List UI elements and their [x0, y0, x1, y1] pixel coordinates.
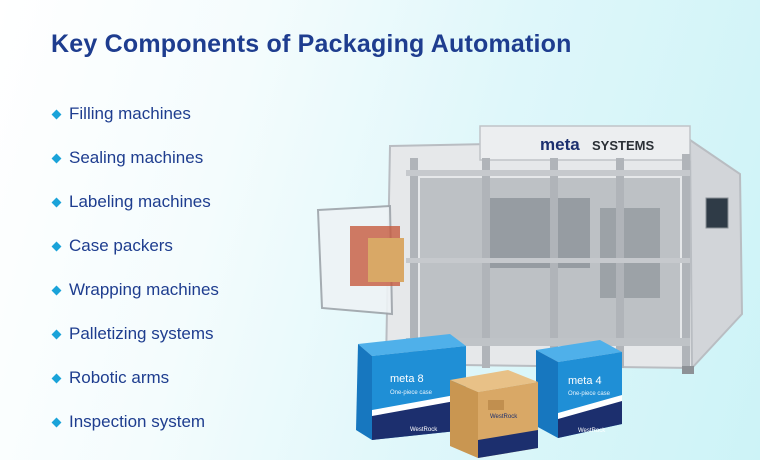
- list-item-label: Labeling machines: [69, 192, 211, 211]
- list-item-label: Filling machines: [69, 104, 191, 123]
- list-item-label: Sealing machines: [69, 148, 204, 167]
- list-item: Filling machines: [51, 92, 219, 136]
- box-tagline: One-piece case: [390, 390, 433, 396]
- list-item: Labeling machines: [51, 180, 219, 224]
- list-item: Wrapping machines: [51, 268, 219, 312]
- box-maker: WestRock: [578, 428, 606, 434]
- diamond-bullet-icon: [51, 241, 62, 251]
- diamond-bullet-icon: [51, 153, 62, 163]
- diamond-bullet-icon: [51, 109, 62, 119]
- blue-box-right: meta 4 One-piece case WestRock: [536, 340, 622, 438]
- list-item: Inspection system: [51, 400, 219, 444]
- blue-box-left: meta 8 One-piece case WestRock: [356, 334, 466, 440]
- diamond-bullet-icon: [51, 417, 62, 427]
- list-item-label: Case packers: [69, 236, 173, 255]
- list-item-label: Inspection system: [69, 412, 206, 431]
- list-item: Robotic arms: [51, 356, 219, 400]
- diamond-bullet-icon: [51, 285, 62, 295]
- case-packer-machine-illustration: meta SYSTEMS meta 8 One-piece case WestR…: [316, 125, 744, 458]
- box-model-label: meta 8: [390, 373, 424, 385]
- list-item: Sealing machines: [51, 136, 219, 180]
- machine-brand-name: SYSTEMS: [592, 138, 654, 153]
- kraft-box: WestRock: [450, 370, 538, 458]
- machine-frame: [316, 125, 744, 374]
- list-item-label: Robotic arms: [69, 368, 170, 387]
- list-item: Palletizing systems: [51, 312, 219, 356]
- diamond-bullet-icon: [51, 197, 62, 207]
- list-item-label: Palletizing systems: [69, 324, 214, 343]
- list-item-label: Wrapping machines: [69, 280, 219, 299]
- box-maker: WestRock: [410, 427, 438, 433]
- page-title: Key Components of Packaging Automation: [51, 30, 572, 58]
- box-tagline: One-piece case: [568, 391, 611, 397]
- list-item: Case packers: [51, 224, 219, 268]
- box-model-label: meta 4: [568, 375, 602, 387]
- diamond-bullet-icon: [51, 329, 62, 339]
- diamond-bullet-icon: [51, 373, 62, 383]
- machine-logo: meta: [540, 135, 580, 154]
- box-maker: WestRock: [490, 414, 518, 420]
- components-list: Filling machines Sealing machines Labeli…: [51, 92, 219, 444]
